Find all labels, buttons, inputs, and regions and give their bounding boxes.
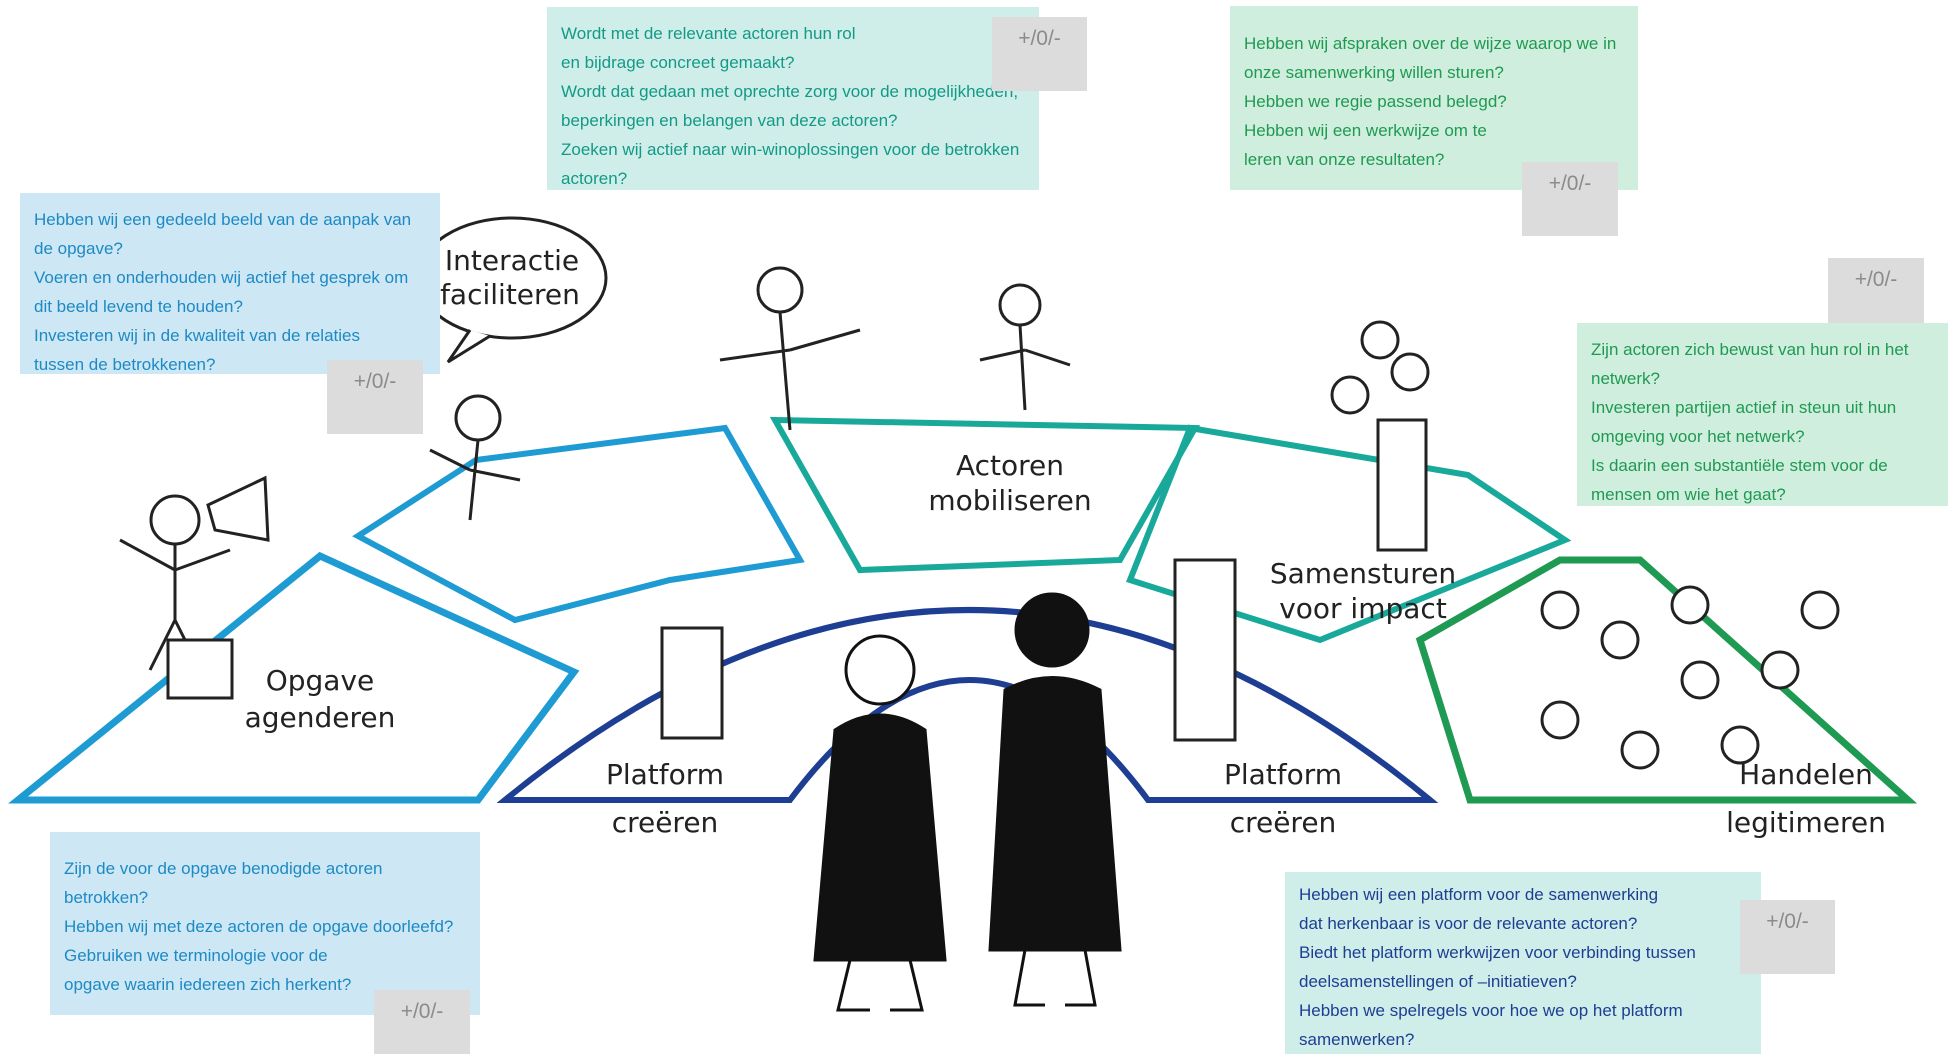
actoren-label-1: Actoren — [956, 449, 1064, 482]
samensturen-score[interactable]: +/0/- — [1522, 162, 1618, 236]
opgave-label-1: Opgave — [266, 664, 375, 697]
platform-questions: Hebben wij een platform voor de samenwer… — [1285, 872, 1761, 1054]
question: Investeren partijen actief in steun uit … — [1591, 398, 1897, 446]
question: Hebben we regie passend belegd? — [1244, 92, 1507, 111]
platform-left-label-1: Platform — [606, 758, 724, 791]
question: Hebben wij een platform voor de samenwer… — [1299, 885, 1659, 933]
platform-left-label-2: creëren — [612, 806, 719, 839]
question: Hebben wij met deze actoren de opgave do… — [64, 917, 454, 936]
interactie-score[interactable]: +/0/- — [327, 360, 423, 434]
question: Investeren wij in de kwaliteit van de re… — [34, 326, 360, 374]
question: Hebben wij een werkwijze om te leren van… — [1244, 121, 1487, 169]
question: Zoeken wij actief naar win-winoplossinge… — [561, 140, 1020, 188]
actoren-label-2: mobiliseren — [928, 484, 1091, 517]
opgave-segment — [8, 551, 580, 804]
opgave-label-2: agenderen — [245, 701, 396, 734]
platform-arch-navy — [496, 607, 1439, 803]
agenderen-score[interactable]: +/0/- — [374, 990, 470, 1054]
platform-score[interactable]: +/0/- — [1740, 900, 1835, 974]
question: Voeren en onderhouden wij actief het ges… — [34, 268, 409, 316]
interactie-questions: Hebben wij een gedeeld beeld van de aanp… — [20, 193, 440, 374]
legitimeren-score[interactable]: +/0/- — [1828, 258, 1924, 328]
agenderen-questions: Zijn de voor de opgave benodigde actoren… — [50, 832, 480, 1015]
question: Hebben wij een gedeeld beeld van de aanp… — [34, 210, 412, 258]
actoren-band — [769, 416, 1201, 574]
legitimeren-questions: Zijn actoren zich bewust van hun rol in … — [1577, 323, 1948, 506]
question: Wordt dat gedaan met oprechte zorg voor … — [561, 82, 1019, 130]
platform-right-label-2: creëren — [1230, 806, 1337, 839]
mobiliseren-questions: Wordt met de relevante actoren hun rol e… — [547, 7, 1039, 190]
question: Gebruiken we terminologie voor de opgave… — [64, 946, 352, 994]
mobiliseren-score[interactable]: +/0/- — [992, 17, 1087, 91]
handelen-label-2: legitimeren — [1726, 806, 1886, 839]
platform-right-label-1: Platform — [1224, 758, 1342, 791]
question: Zijn actoren zich bewust van hun rol in … — [1591, 340, 1909, 388]
question: Wordt met de relevante actoren hun rol e… — [561, 24, 856, 72]
question: Zijn de voor de opgave benodigde actoren… — [64, 859, 383, 907]
bubble-line-2: faciliteren — [440, 278, 580, 311]
question: Hebben wij afspraken over de wijze waaro… — [1244, 34, 1617, 82]
samensturen-label-1: Samensturen — [1270, 557, 1456, 590]
interactie-band — [352, 424, 805, 624]
question: Is daarin een substantiële stem voor de … — [1591, 456, 1888, 504]
bubble-line-1: Interactie — [445, 244, 579, 277]
question: Hebben we spelregels voor hoe we op het … — [1299, 1001, 1683, 1049]
samensturen-questions: Hebben wij afspraken over de wijze waaro… — [1230, 6, 1638, 190]
question: Biedt het platform werkwijzen voor verbi… — [1299, 943, 1696, 991]
handelen-label-1: Handelen — [1739, 758, 1873, 791]
samensturen-label-2: voor impact — [1279, 592, 1447, 625]
